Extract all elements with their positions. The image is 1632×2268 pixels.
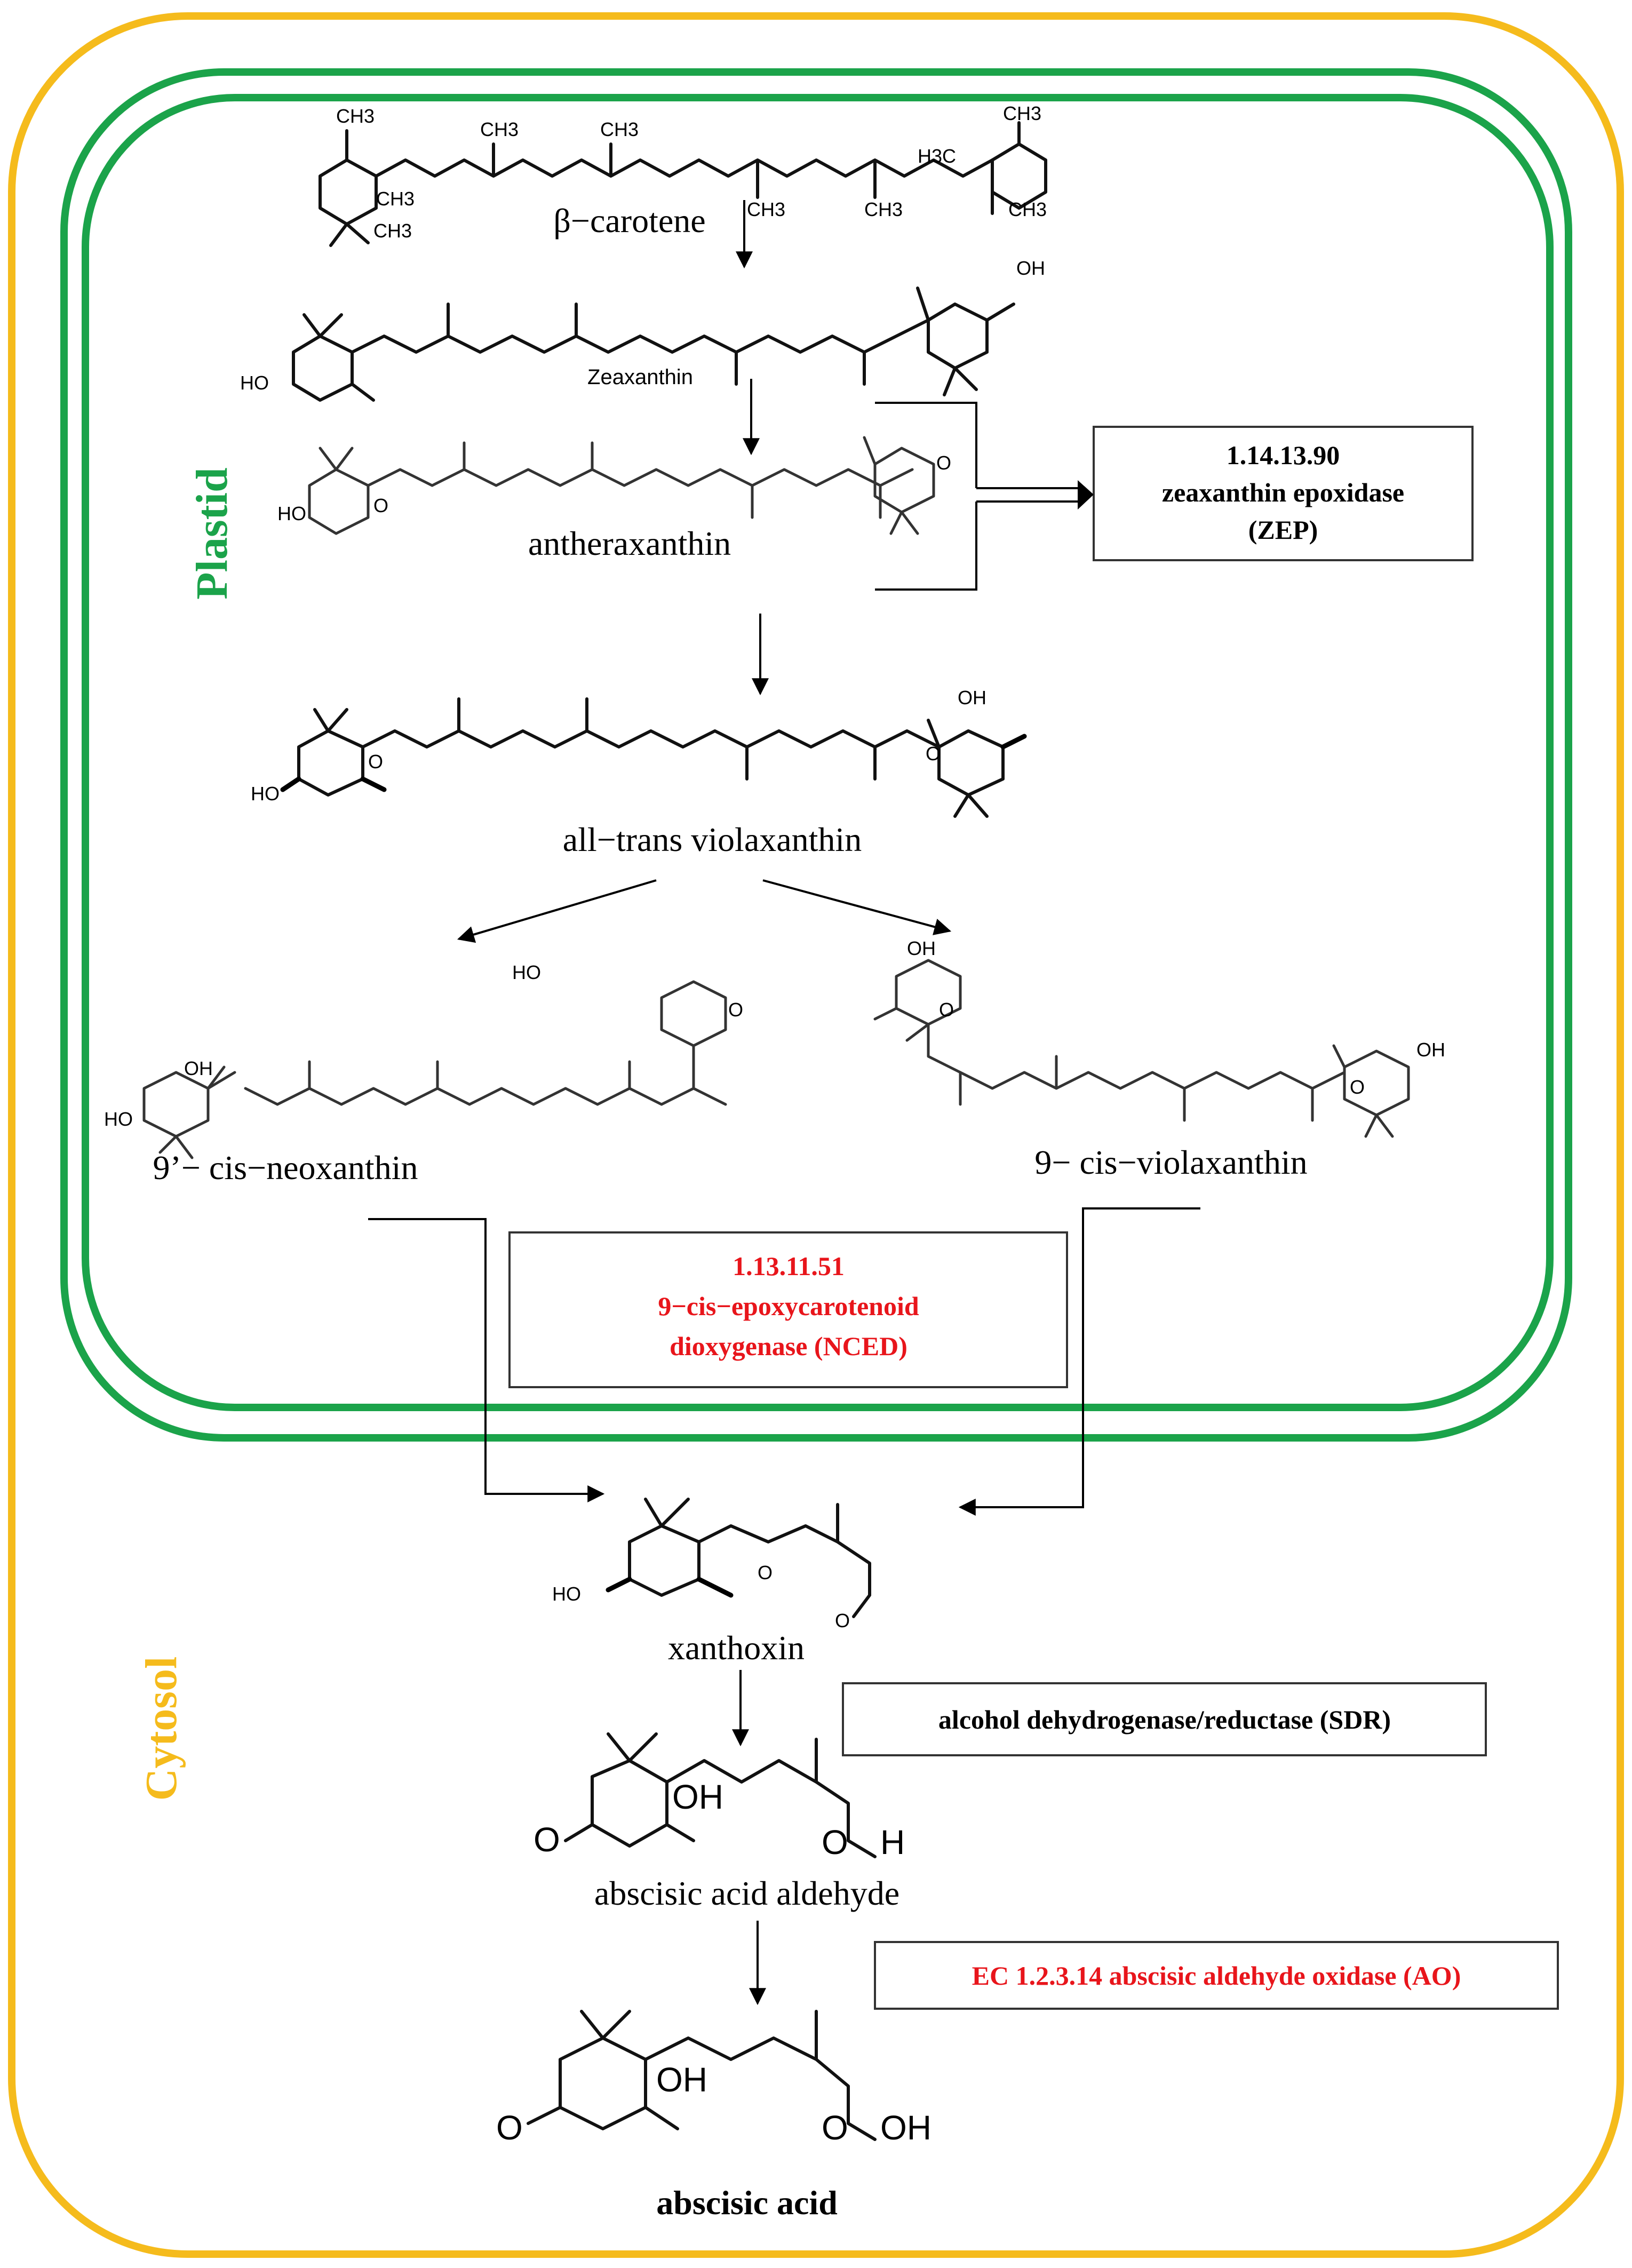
nced-name-cont: dioxygenase (NCED) [670,1331,907,1361]
antheraxanthin-structure: HO O O [277,436,951,535]
o-label: O [1350,1076,1365,1098]
plastid-inner-border [82,94,1554,1411]
o-label: O [835,1610,850,1632]
ho-label: HO [251,783,280,805]
zep-double-arrow [976,487,1078,503]
arrow-cis-violaxanthin-to-xanthoxin [958,1207,1200,1516]
ch3-label: CH3 [1008,198,1047,220]
oh-label: OH [1416,1039,1445,1061]
plastid-label: Plastid [187,467,237,599]
zep-bracket [875,402,977,591]
nced-name: 9−cis−epoxycarotenoid [658,1291,919,1321]
o-label: O [368,751,383,773]
o-label: O [496,2108,523,2147]
ao-box [874,1941,1559,2010]
oh-label: OH [1016,257,1045,279]
antheraxanthin-label: antheraxanthin [528,524,731,562]
o-label: O [758,1562,773,1583]
all-trans-violaxanthin-label: all−trans violaxanthin [563,821,862,858]
ch3-label: CH3 [373,220,412,242]
o-label: O [939,999,954,1021]
neoxanthin-label: 9’− cis−neoxanthin [153,1149,418,1187]
zeaxanthin-label: Zeaxanthin [587,365,693,389]
o-label: O [822,2108,848,2147]
ho-label: HO [512,961,541,983]
abscisic-aldehyde-structure: O OH O H [534,1732,905,1861]
ao-label: EC 1.2.3.14 abscisic aldehyde oxidase (A… [972,1961,1461,1991]
ch3-label: CH3 [600,118,639,140]
ho-label: HO [104,1108,133,1130]
h-label: H [880,1823,905,1861]
all-trans-violaxanthin-structure: HO O O OH [251,687,1027,818]
abscisic-acid-label: abscisic acid [656,2184,838,2222]
o-label: O [728,999,743,1021]
oh-label: OH [907,937,936,959]
ch3-label: CH3 [376,188,415,210]
zep-name: zeaxanthin epoxidase [1162,478,1404,507]
oh-label: OH [958,687,986,709]
oh-label: OH [672,1778,723,1816]
pathway-arrows [368,200,1200,2006]
zep-ec-number: 1.14.13.90 [1227,440,1340,470]
cis-violaxanthin-structure: OH O O OH [873,937,1445,1138]
abscisic-acid-structure: O OH O OH [496,2010,932,2147]
neoxanthin-structure: OH HO HO O [104,961,743,1159]
ho-label: HO [552,1583,581,1605]
cytosol-border [8,12,1624,2258]
oh-label: OH [184,1057,213,1079]
o-label: O [936,452,951,474]
o-label: O [373,495,388,516]
nced-ec-number: 1.13.11.51 [733,1251,845,1281]
zeaxanthin-structure: HO OH [240,257,1045,402]
zep-box [1093,426,1474,561]
nced-box [508,1231,1068,1388]
xanthoxin-label: xanthoxin [668,1629,805,1667]
abscisic-aldehyde-label: abscisic acid aldehyde [594,1874,899,1912]
ch3-label: CH3 [747,198,785,220]
ch3-label: CH3 [336,105,375,127]
arrow-violaxanthin-to-cis-violaxanthin [762,879,952,935]
ch3-label: CH3 [480,118,519,140]
xanthoxin-structure: HO O O [552,1498,871,1632]
oh-label: OH [656,2060,707,2099]
ho-label: HO [240,372,269,394]
zep-abbrev: (ZEP) [1248,515,1318,545]
beta-carotene-label: β−carotene [553,202,705,240]
h3c-label: H3C [918,145,956,167]
plastid-outer-border [60,68,1572,1442]
o-label: O [926,743,941,765]
o-label: O [534,1820,560,1859]
sdr-box [842,1682,1487,1756]
arrow-violaxanthin-to-neoxanthin [457,879,657,943]
cytosol-label: Cytosol [137,1657,186,1801]
o-label: O [822,1823,848,1861]
ho-label: HO [277,503,306,524]
sdr-label: alcohol dehydrogenase/reductase (SDR) [938,1705,1391,1734]
zep-arrowhead [1078,480,1094,510]
ch3-label: CH3 [1003,102,1041,124]
beta-carotene-structure: CH3 CH3 CH3 CH3 CH3 H3C CH3 CH3 CH3 CH3 [319,102,1047,247]
arrow-neoxanthin-to-xanthoxin [368,1218,605,1502]
ch3-label: CH3 [864,198,903,220]
oh-label: OH [880,2108,932,2147]
cis-violaxanthin-label: 9− cis−violaxanthin [1034,1143,1307,1181]
